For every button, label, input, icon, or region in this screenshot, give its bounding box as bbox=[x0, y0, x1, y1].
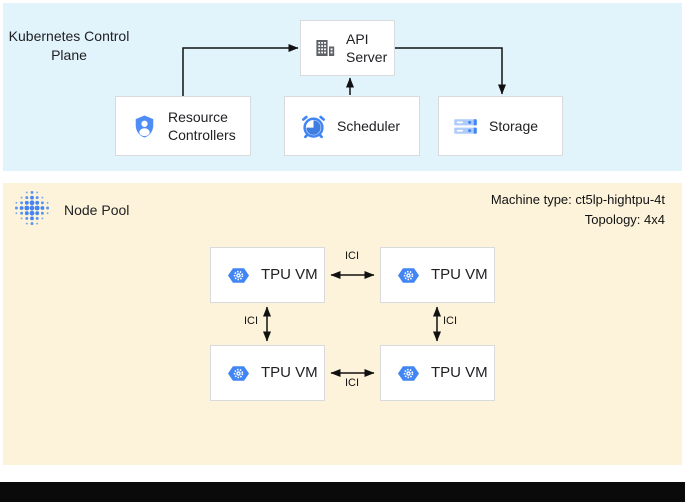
storage-disks-icon bbox=[452, 113, 479, 140]
tpu-vm-label: TPU VM bbox=[431, 266, 488, 284]
ici-link-label-top: ICI bbox=[344, 250, 360, 262]
machine-type-text: Machine type: ct5lp-hightpu-4t bbox=[490, 192, 665, 207]
tpu-vm-label: TPU VM bbox=[431, 364, 488, 382]
node-pool-title: Node Pool bbox=[64, 202, 130, 218]
resource-controllers-node: Resource Controllers bbox=[115, 96, 251, 156]
tpu-vm-node-bottom-left: TPU VM bbox=[210, 345, 325, 401]
ici-link-label-bottom: ICI bbox=[344, 377, 360, 389]
storage-label: Storage bbox=[489, 117, 539, 134]
gke-hexagon-gear-icon bbox=[397, 264, 420, 287]
node-pool-panel bbox=[3, 183, 682, 465]
bottom-bar bbox=[0, 482, 685, 502]
shield-user-icon bbox=[131, 113, 158, 140]
scheduler-node: Scheduler bbox=[284, 96, 420, 156]
tpu-vm-label: TPU VM bbox=[261, 364, 318, 382]
dot-cluster-icon bbox=[13, 189, 51, 232]
scheduler-label: Scheduler bbox=[337, 117, 401, 134]
ici-link-label-left: ICI bbox=[243, 315, 258, 327]
tpu-vm-node-top-left: TPU VM bbox=[210, 247, 325, 303]
tpu-vm-node-bottom-right: TPU VM bbox=[380, 345, 495, 401]
ici-link-label-right: ICI bbox=[443, 315, 458, 327]
resource-controllers-label: Resource Controllers bbox=[168, 108, 236, 143]
control-plane-title: Kubernetes Control Plane bbox=[8, 28, 130, 64]
topology-text: Topology: 4x4 bbox=[584, 212, 665, 227]
api-server-label: API Server bbox=[346, 30, 388, 65]
tpu-vm-node-top-right: TPU VM bbox=[380, 247, 495, 303]
gke-hexagon-gear-icon bbox=[227, 264, 250, 287]
tpu-vm-label: TPU VM bbox=[261, 266, 318, 284]
storage-node: Storage bbox=[438, 96, 563, 156]
building-icon bbox=[313, 36, 337, 60]
api-server-node: API Server bbox=[300, 20, 395, 76]
machine-info: Machine type: ct5lp-hightpu-4t Topology:… bbox=[491, 190, 665, 230]
gke-hexagon-gear-icon bbox=[397, 362, 420, 385]
gke-hexagon-gear-icon bbox=[227, 362, 250, 385]
alarm-clock-icon bbox=[300, 113, 327, 140]
